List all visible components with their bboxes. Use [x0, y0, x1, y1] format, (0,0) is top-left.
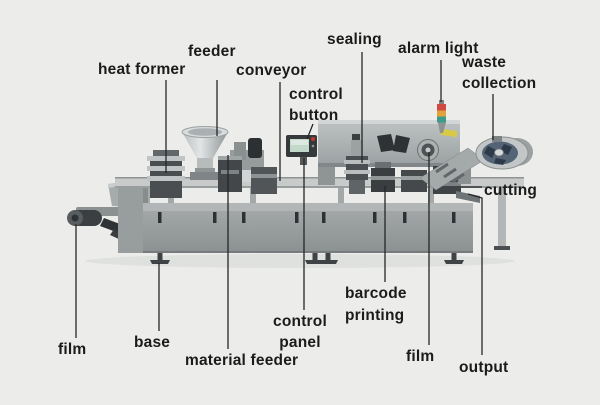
barcode-printing-station — [371, 162, 395, 192]
label-output: output — [459, 359, 509, 376]
forming-station — [251, 167, 277, 194]
label-control-button: control button — [289, 84, 343, 126]
machine-body — [143, 203, 473, 253]
label-control-panel-line2: panel — [279, 334, 321, 351]
label-barcode-line2: printing — [345, 307, 405, 324]
alarm-red-segment — [437, 104, 446, 111]
label-feeder: feeder — [188, 43, 236, 60]
alarm-green-segment — [437, 116, 446, 123]
index-station — [218, 156, 242, 192]
label-cutting: cutting — [484, 182, 538, 199]
control-button-red — [311, 137, 315, 141]
label-waste-collection: waste collection — [462, 52, 536, 94]
waste-collection-unit — [419, 136, 533, 191]
label-material-feeder: material feeder — [185, 352, 299, 369]
leader-control-button — [306, 123, 314, 140]
label-film-right: film — [406, 348, 435, 365]
label-alarm-light: alarm light — [398, 40, 479, 57]
leader-output — [467, 193, 483, 355]
label-conveyor: conveyor — [236, 62, 307, 79]
label-waste-line1: waste — [462, 54, 507, 71]
control-panel-screen — [286, 135, 317, 165]
label-heat-former: heat former — [98, 61, 186, 78]
label-base: base — [134, 334, 171, 351]
film-roll-right — [417, 139, 439, 161]
vent-slots — [158, 212, 456, 223]
output-chute — [456, 191, 480, 203]
label-control-panel: control panel — [262, 311, 338, 353]
yellow-strip — [440, 128, 458, 138]
label-waste-line2: collection — [462, 75, 537, 92]
punch-station — [401, 170, 427, 192]
leader-lines — [75, 52, 494, 355]
machine-feet — [150, 253, 464, 264]
label-barcode-printing: barcode printing — [345, 283, 407, 327]
label-control-button-line2: button — [289, 107, 339, 124]
label-film-left: film — [58, 341, 87, 358]
alarm-amber-segment — [437, 110, 446, 117]
label-control-button-line1: control — [289, 86, 343, 103]
label-sealing: sealing — [327, 31, 382, 48]
ground-shadow — [85, 254, 515, 268]
label-barcode-line1: barcode — [345, 285, 407, 302]
label-control-panel-line1: control — [273, 313, 327, 330]
